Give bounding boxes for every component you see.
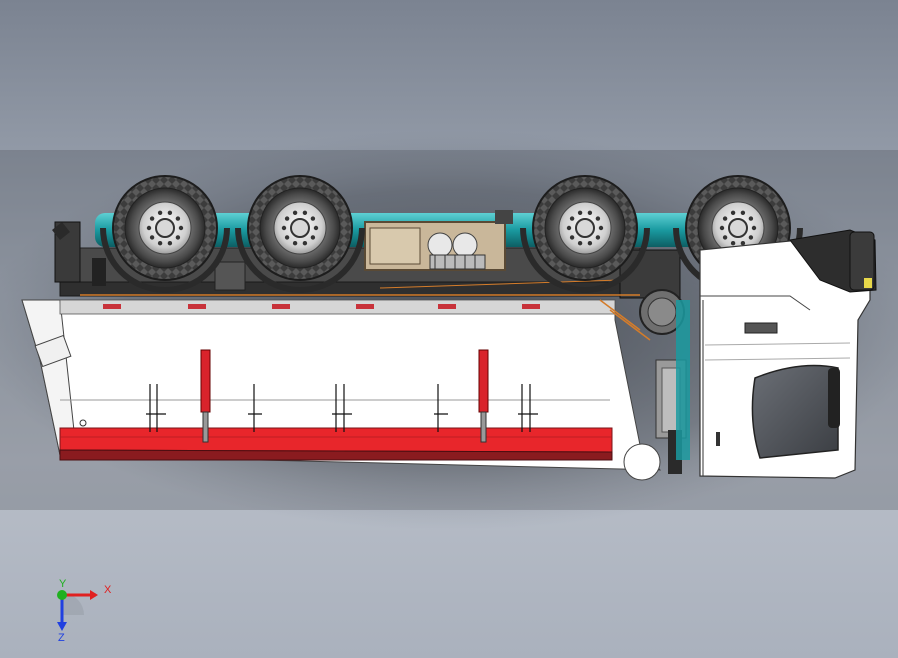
y-axis-label: Y [59, 578, 67, 590]
lug-nut [722, 216, 728, 221]
lug-nut [722, 235, 728, 240]
lug-nut [595, 235, 601, 240]
x-axis-label: X [104, 584, 112, 596]
truck-cab [699, 229, 877, 479]
lug-nut [577, 210, 583, 215]
lug-nut [292, 210, 298, 215]
fender [100, 227, 230, 293]
lug-nut [748, 235, 754, 240]
lug-nut [748, 216, 754, 221]
lug-nut [730, 241, 736, 246]
hub [575, 218, 595, 238]
hydraulic-cylinders [200, 349, 489, 443]
plow-blade [59, 427, 613, 461]
lug-nut [284, 235, 290, 240]
lug-nut [587, 210, 593, 215]
lug-nut [292, 241, 298, 246]
lug-nut [587, 241, 593, 246]
lug-nut [719, 225, 725, 231]
lug-nut [146, 225, 152, 231]
equipment-box [364, 210, 513, 271]
triad-quadrant [62, 593, 84, 615]
fender [235, 227, 365, 293]
lug-nut [178, 225, 184, 231]
lug-nut [167, 241, 173, 246]
lug-nut [595, 216, 601, 221]
lug-nut [157, 241, 163, 246]
fender [520, 227, 650, 293]
lug-nut [167, 210, 173, 215]
hub [290, 218, 310, 238]
lug-nut [598, 225, 604, 231]
lug-nut [740, 241, 746, 246]
wheel [520, 175, 650, 293]
hub [155, 218, 175, 238]
lug-nut [751, 225, 757, 231]
lug-nut [569, 216, 575, 221]
lug-nut [302, 210, 308, 215]
lug-nut [740, 210, 746, 215]
lug-nut [175, 235, 181, 240]
wheel [100, 175, 230, 293]
hub [728, 218, 748, 238]
lug-nut [310, 216, 316, 221]
lug-nut [281, 225, 287, 231]
z-axis-label: Z [58, 632, 65, 644]
x-axis-arrowhead [90, 590, 98, 600]
blade-brackets [146, 384, 538, 432]
lug-nut [149, 235, 155, 240]
lug-nut [577, 241, 583, 246]
z-axis-arrowhead [57, 622, 67, 631]
wheel [235, 175, 365, 293]
lug-nut [730, 210, 736, 215]
lug-nut [175, 216, 181, 221]
rail-markers [103, 304, 540, 309]
lug-nut [302, 241, 308, 246]
lug-nut [284, 216, 290, 221]
y-axis-dot [57, 590, 67, 600]
lug-nut [569, 235, 575, 240]
mid-equipment [599, 289, 690, 474]
lug-nut [566, 225, 572, 231]
lug-nut [149, 216, 155, 221]
lug-nut [157, 210, 163, 215]
lug-nut [310, 235, 316, 240]
lug-nut [313, 225, 319, 231]
coordinate-triad: X Y Z [57, 578, 112, 644]
